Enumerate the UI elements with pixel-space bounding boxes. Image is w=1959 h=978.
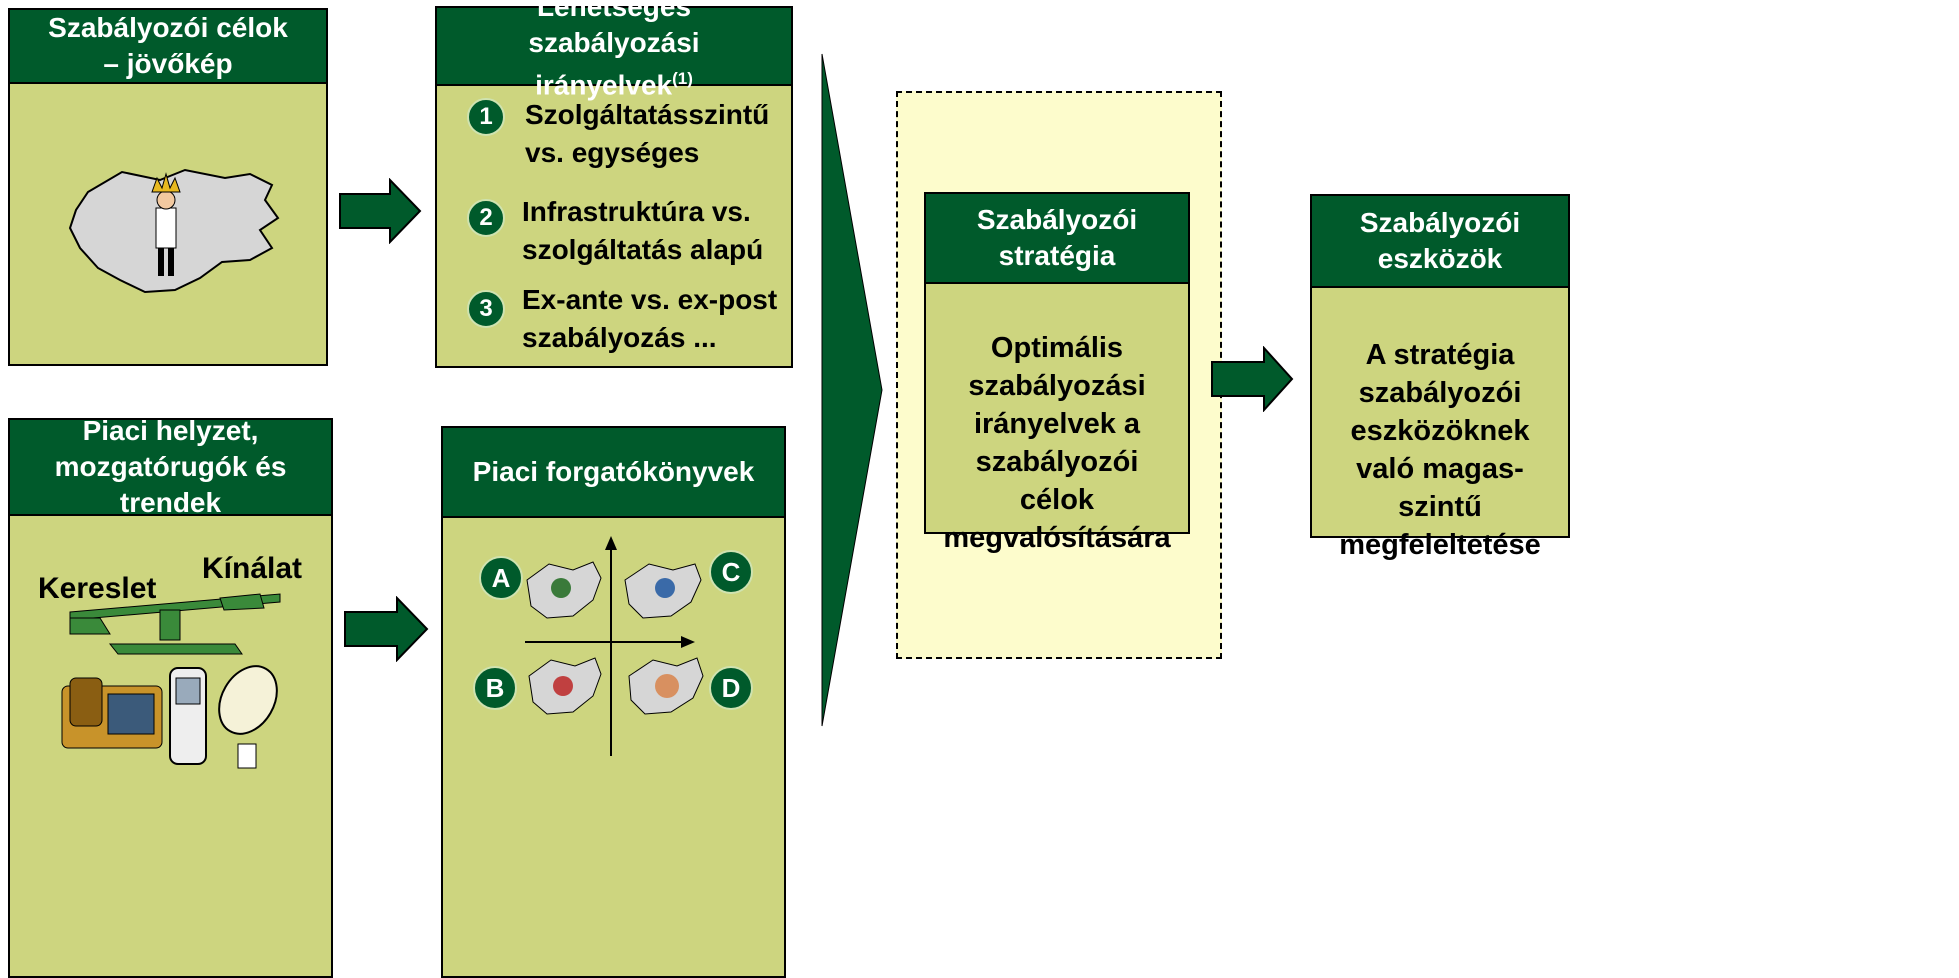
supply-label: Kínálat (202, 552, 303, 585)
scenarios-box: Piaci forgatókönyvek A B C D (441, 426, 786, 978)
guideline-item-2: Infrastruktúra vs. szolgáltatás alapú (522, 196, 764, 265)
telecom-devices-icon (61, 665, 278, 769)
arrow-strategy-to-tools (1211, 346, 1294, 412)
guideline-number-1: 1 (467, 98, 505, 136)
market-box: Piaci helyzet, mozgatórugók és trendek K… (8, 415, 333, 978)
strategy-box: Szabályozói stratégia Optimális szabályo… (924, 192, 1190, 554)
scenario-a-badge: A (479, 556, 523, 600)
scenario-b-badge: B (473, 666, 517, 710)
tools-title: Szabályozói eszközök (1312, 196, 1568, 288)
king-figure-icon (151, 172, 181, 276)
desk-phone-icon (61, 677, 163, 749)
mobile-phone-icon (169, 667, 207, 765)
scenario-d-badge: D (709, 666, 753, 710)
guideline-item-3: Ex-ante vs. ex-post szabályozás ... (522, 284, 778, 353)
tools-body: A stratégia szabályozói eszközöknek való… (1339, 339, 1541, 561)
guidelines-box: Lehetséges szabályozási irányelvek(1) 1 … (435, 0, 793, 368)
scenario-quadrant-chart (525, 536, 704, 756)
goals-title: Szabályozói célok – jövőkép (10, 10, 326, 84)
arrow-market-to-scenarios (344, 596, 429, 662)
scenario-c-badge: C (709, 550, 753, 594)
scenarios-title: Piaci forgatókönyvek (443, 428, 784, 518)
arrow-goals-to-guidelines (339, 178, 422, 244)
guideline-number-2: 2 (467, 199, 505, 237)
scale-icon (69, 593, 281, 655)
strategy-body: Optimális szabályozási irányelvek a szab… (943, 332, 1171, 554)
strategy-title: Szabályozói stratégia (926, 194, 1188, 284)
satellite-dish-icon (218, 665, 278, 769)
market-title: Piaci helyzet, mozgatórugók és trendek (10, 415, 331, 518)
guideline-number-3: 3 (467, 290, 505, 328)
convergence-arrow (821, 53, 883, 727)
guideline-item-1: Szolgáltatásszintű vs. egységes (525, 99, 770, 168)
guidelines-title: Lehetséges szabályozási irányelvek(1) (437, 0, 791, 100)
hungary-map-icon (68, 168, 280, 294)
tools-box: Szabályozói eszközök A stratégia szabály… (1310, 194, 1570, 561)
goals-box: Szabályozói célok – jövőkép (8, 8, 328, 366)
demand-label: Kereslet (38, 572, 157, 605)
